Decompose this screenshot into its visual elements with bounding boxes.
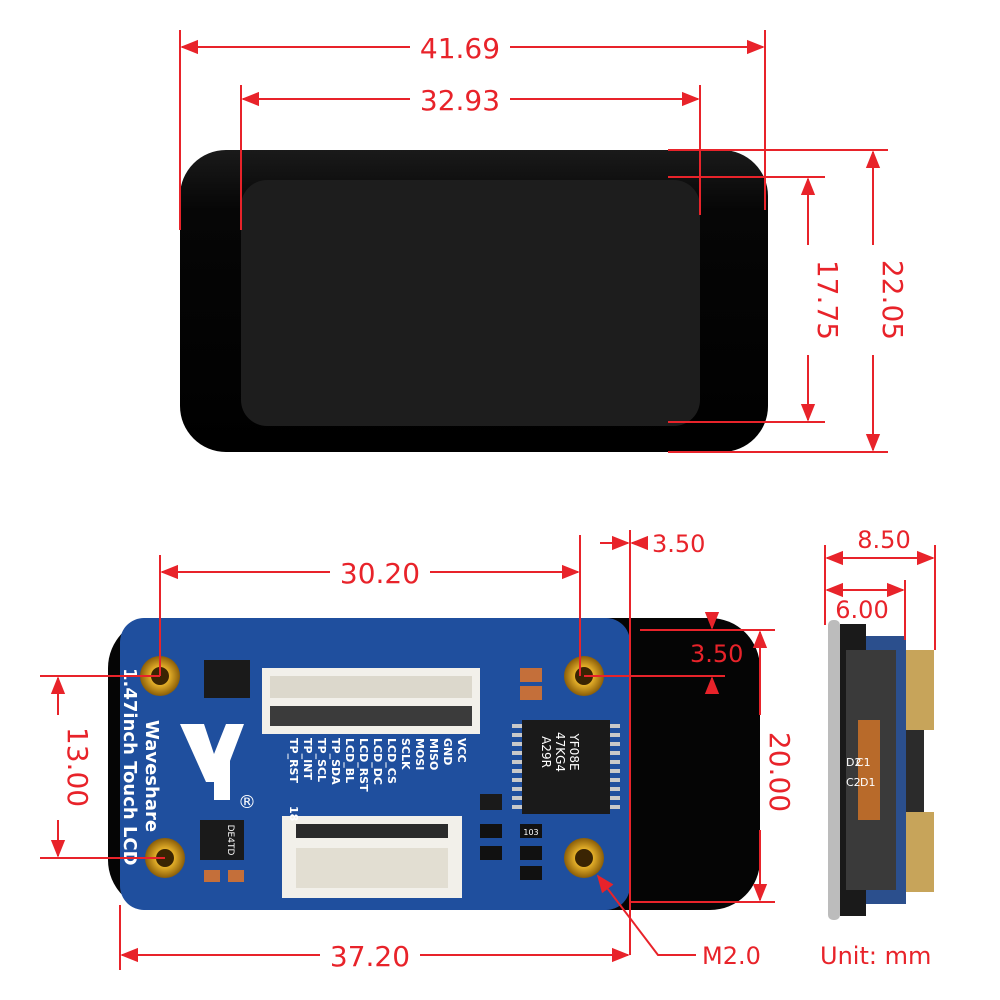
- resistor-label: 103: [523, 828, 538, 837]
- side-label-d1: D1: [860, 776, 875, 789]
- pin-label: LCD_DC: [371, 738, 384, 785]
- lcd-front-view: [180, 150, 768, 452]
- side-glass: [828, 620, 840, 920]
- board-model: 1.47inch Touch LCD: [119, 668, 140, 866]
- ic-chip: [512, 720, 620, 814]
- lcd-side-view: [828, 620, 934, 920]
- side-label-c1: C1: [856, 756, 871, 769]
- dim-overall-width: 41.69: [420, 32, 500, 65]
- chip-label: DE4TD: [225, 825, 235, 856]
- dim-screen-height: 17.75: [811, 260, 844, 340]
- dim-hole-offset-y: 3.50: [690, 640, 743, 668]
- fpc-connector-bottom: [282, 816, 462, 898]
- dim-thickness-total: 8.50: [857, 526, 910, 554]
- fpc-connector-top: [262, 668, 480, 734]
- ic-text-2: 47KG4: [553, 732, 567, 772]
- pin-label: TP_INT: [301, 738, 314, 780]
- waveshare-logo: [180, 724, 244, 800]
- dim-overall-height: 22.05: [876, 260, 909, 340]
- unit-label: Unit: mm: [820, 942, 931, 970]
- pin-label: MOSI: [413, 738, 426, 770]
- smd-components: [200, 660, 542, 882]
- side-dimensions: [824, 545, 936, 650]
- dim-board-height: 20.00: [763, 732, 796, 812]
- pin-label: TP_SCL: [315, 738, 328, 782]
- top-dimensions: [179, 30, 888, 453]
- pin-label: VCC: [455, 738, 468, 763]
- dim-hole-spacing-x: 30.20: [340, 557, 420, 590]
- dim-screen-width: 32.93: [420, 84, 500, 117]
- dim-board-width: 37.20: [330, 940, 410, 973]
- side-connector-top: [906, 650, 934, 730]
- ic-text-3: A29R: [539, 736, 553, 768]
- pin-label: LCD_BL: [343, 738, 356, 783]
- board-brand: Waveshare: [141, 720, 162, 832]
- pin-label: LCD_RST: [357, 738, 370, 792]
- pin-label: LCD_CS: [385, 738, 398, 784]
- registered-mark: ®: [238, 792, 256, 813]
- side-label-d2: D2: [846, 756, 861, 769]
- dim-thickness-partial: 6.00: [835, 596, 888, 624]
- pin-count: 18: [287, 806, 300, 821]
- ic-text-1: YF08E: [567, 732, 581, 770]
- lcd-back-view: YF08E 47KG4 A29R 103 DE4TD ® Waveshare: [108, 618, 760, 910]
- dim-mount-hole: M2.0: [702, 942, 761, 970]
- lcd-active-area: [241, 180, 700, 426]
- pin-labels: VCC GND MISO MOSI SCLK LCD_CS LCD_DC LCD…: [287, 738, 468, 821]
- dim-hole-spacing-y: 13.00: [61, 727, 94, 807]
- side-label-c2: C2: [846, 776, 861, 789]
- pin-label: SCLK: [399, 738, 412, 770]
- dim-hole-offset-x: 3.50: [652, 530, 705, 558]
- mount-hole-leader: [596, 874, 696, 956]
- side-connector-bottom: [906, 812, 934, 892]
- mounting-hole-bottom-right: [564, 838, 604, 878]
- back-dimensions: [40, 530, 775, 970]
- pin-label: TP_RST: [287, 738, 300, 783]
- pin-label: TP_SDA: [329, 738, 342, 785]
- pin-label: MISO: [427, 738, 440, 770]
- pin-label: GND: [441, 738, 454, 765]
